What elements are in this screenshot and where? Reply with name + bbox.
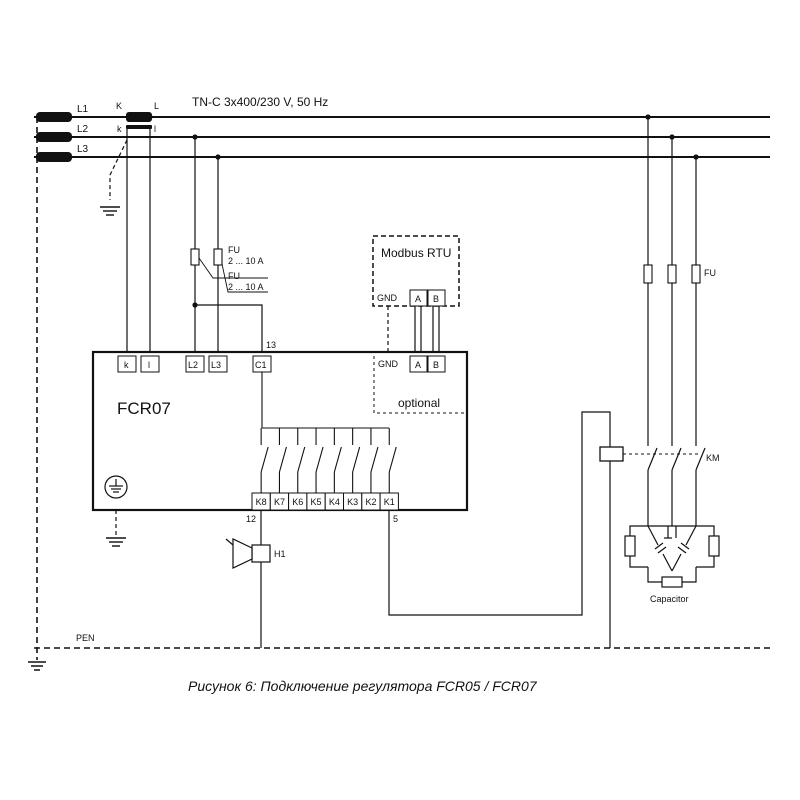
optional-zone	[373, 356, 467, 414]
relay-contact-k8	[260, 428, 269, 493]
ct-ground-icon	[100, 206, 120, 216]
relay-contacts	[260, 428, 397, 493]
fuse-label-1: FU	[228, 245, 240, 255]
relay-common	[261, 372, 389, 429]
modbus-box	[372, 235, 460, 307]
terminal-k2-label: K2	[365, 497, 376, 507]
contactor-coil-icon	[599, 446, 624, 462]
terminal-l	[140, 355, 160, 373]
generator-bar-l2	[36, 132, 72, 142]
terminal-l-label: l	[148, 360, 150, 370]
terminal-l3-label: L3	[211, 360, 221, 370]
capacitor-branch-wires	[647, 117, 697, 526]
label-l3: L3	[77, 144, 89, 155]
modbus-pin-b-box	[427, 289, 446, 307]
terminal-c1-label: C1	[255, 360, 267, 370]
relay-contact-k6	[297, 428, 306, 493]
terminal-k5-label: K5	[311, 497, 322, 507]
ct-secondary-l: l	[154, 124, 156, 134]
fuse-rating-1: 2 ... 10 A	[228, 256, 264, 266]
relay-contact-k3	[352, 428, 361, 493]
capacitor-fuse-icon	[643, 264, 701, 284]
generator-bar-l1	[36, 112, 72, 122]
capacitor-fuse-label: FU	[704, 268, 716, 278]
modbus-wires	[387, 306, 440, 356]
terminal-k8-label: K8	[256, 497, 267, 507]
relay-contact-k5	[315, 428, 324, 493]
terminal-k4-label: K4	[329, 497, 340, 507]
node-13: 13	[266, 340, 276, 350]
terminal-k6-label: K6	[292, 497, 303, 507]
alarm-label: H1	[274, 549, 286, 559]
label-pen: PEN	[76, 633, 95, 643]
controller-name: FCR07	[117, 399, 171, 418]
modbus-pin-b: B	[433, 294, 439, 304]
fuse-leaders	[198, 257, 268, 293]
horn-icon	[225, 538, 271, 569]
generator-symbols	[36, 112, 72, 162]
comm-gnd-label: GND	[378, 359, 399, 369]
capacitor-bank-icon	[624, 525, 720, 588]
k1-control-wire	[388, 411, 611, 616]
ct-wires	[109, 129, 151, 356]
terminal-k-label: k	[124, 360, 129, 370]
label-l1: L1	[77, 104, 89, 115]
terminal-k	[117, 355, 137, 373]
capacitor-label: Capacitor	[650, 594, 689, 604]
ct-primary-l: L	[154, 101, 159, 111]
supply-title: TN-C 3x400/230 V, 50 Hz	[192, 95, 328, 109]
relay-contact-k1	[388, 428, 397, 493]
contactor-contacts	[647, 442, 706, 471]
terminal-k3-label: K3	[347, 497, 358, 507]
fuse-label-2: FU	[228, 271, 240, 281]
terminal-l3	[208, 355, 228, 373]
optional-label: optional	[398, 396, 440, 410]
junction-dots	[147, 114, 699, 308]
terminal-l2	[185, 355, 205, 373]
comm-terminal-b-label: B	[433, 360, 439, 370]
generator-bar-l3	[36, 152, 72, 162]
modbus-pin-a-box	[409, 289, 428, 307]
modbus-pin-gnd: GND	[377, 293, 398, 303]
relay-contact-k4	[333, 428, 342, 493]
node-12: 12	[246, 514, 256, 524]
controller-ground-icon	[106, 537, 126, 547]
relay-contact-k7	[278, 428, 287, 493]
terminal-l2-label: L2	[188, 360, 198, 370]
earth-icon	[104, 475, 128, 499]
node-5: 5	[393, 514, 398, 524]
modbus-pin-a: A	[415, 294, 421, 304]
fuse-rating-2: 2 ... 10 A	[228, 282, 264, 292]
ct-secondary-k: k	[117, 124, 122, 134]
controller-fuse-icon	[190, 248, 223, 266]
terminal-k1-label: K1	[384, 497, 395, 507]
supply-bus	[34, 116, 770, 158]
modbus-title: Modbus RTU	[381, 246, 451, 260]
comm-terminal-a-label: A	[415, 360, 421, 370]
comm-terminal-b	[427, 355, 446, 373]
terminal-k7-label: K7	[274, 497, 285, 507]
contactor-label: KM	[706, 453, 720, 463]
current-transformer-icon	[126, 112, 152, 129]
input-terminals	[117, 355, 272, 373]
label-l2: L2	[77, 124, 89, 135]
figure-caption: Рисунок 6: Подключение регулятора FCR05 …	[188, 678, 538, 694]
ct-primary-k: K	[116, 101, 122, 111]
relay-terminals: K8 K7 K6 K5 K4 K3 K2 K1	[251, 492, 399, 511]
comm-terminal-a	[409, 355, 428, 373]
relay-contact-k2	[370, 428, 379, 493]
pen-ground-icon	[28, 661, 46, 671]
